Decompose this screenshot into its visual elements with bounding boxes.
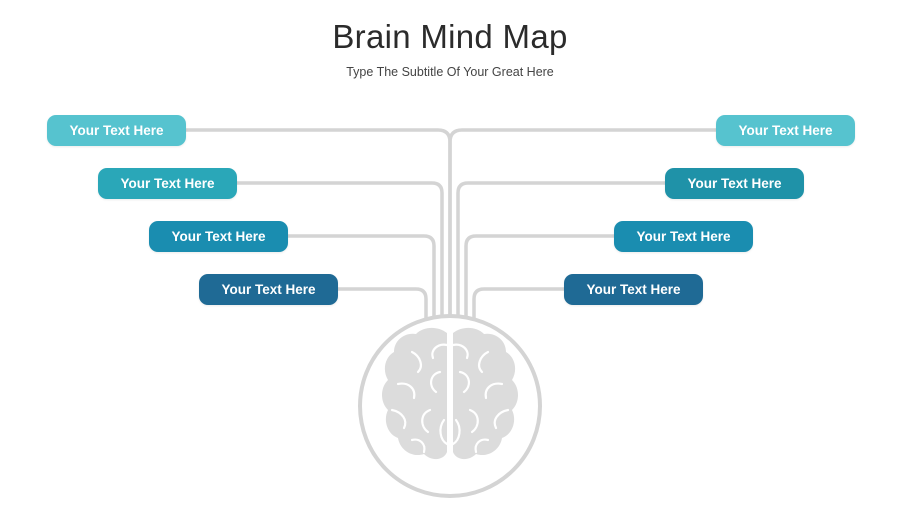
- node-label: Your Text Here: [69, 123, 164, 138]
- connector-right-2: [456, 181, 667, 332]
- node-right-4[interactable]: Your Text Here: [564, 274, 703, 305]
- node-left-2[interactable]: Your Text Here: [98, 168, 237, 199]
- node-label: Your Text Here: [586, 282, 681, 297]
- connector-left-2: [235, 181, 444, 332]
- node-label: Your Text Here: [120, 176, 215, 191]
- node-label: Your Text Here: [738, 123, 833, 138]
- page-title: Brain Mind Map: [332, 18, 568, 55]
- node-left-1[interactable]: Your Text Here: [47, 115, 186, 146]
- node-label: Your Text Here: [171, 229, 266, 244]
- node-right-2[interactable]: Your Text Here: [665, 168, 804, 199]
- node-label: Your Text Here: [687, 176, 782, 191]
- node-right-3[interactable]: Your Text Here: [614, 221, 753, 252]
- connector-right-1: [448, 128, 718, 332]
- page-subtitle: Type The Subtitle Of Your Great Here: [346, 65, 554, 79]
- node-left-3[interactable]: Your Text Here: [149, 221, 288, 252]
- connector-right-3: [464, 234, 616, 332]
- connector-left-3: [286, 234, 436, 332]
- node-right-1[interactable]: Your Text Here: [716, 115, 855, 146]
- node-label: Your Text Here: [221, 282, 316, 297]
- node-label: Your Text Here: [636, 229, 731, 244]
- node-left-4[interactable]: Your Text Here: [199, 274, 338, 305]
- connector-left-4: [336, 287, 428, 332]
- connector-right-4: [472, 287, 566, 332]
- brain-folds: [390, 343, 510, 454]
